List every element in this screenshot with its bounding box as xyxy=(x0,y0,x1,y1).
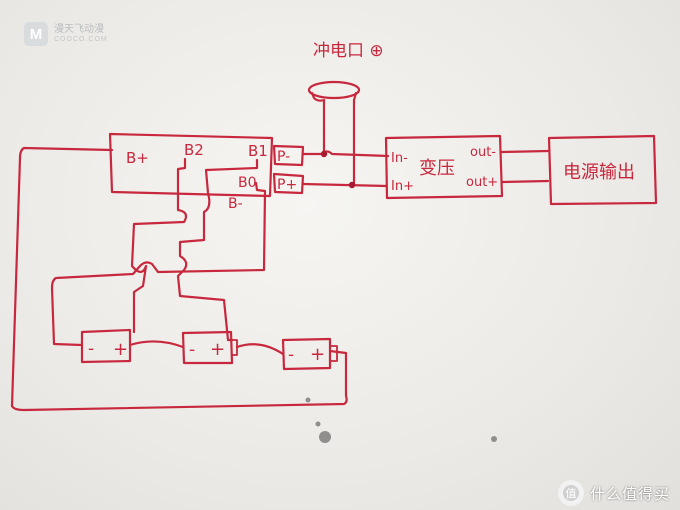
watermark-name: 漫天飞动漫 xyxy=(54,24,104,36)
battery-cell-1 xyxy=(80,328,132,364)
battery-cell-3 xyxy=(281,337,338,371)
bms-b0-label: B0 xyxy=(238,175,257,191)
site-watermark: M 漫天飞动漫 COOCO.COM xyxy=(24,18,108,50)
cell-2-minus: - xyxy=(189,340,195,360)
junction-dot xyxy=(320,150,328,158)
converter-in-plus-label: In+ xyxy=(391,179,414,194)
cell-1-plus: + xyxy=(113,339,128,360)
converter-box xyxy=(384,134,504,200)
source-credit: 值 什么值得买 xyxy=(557,480,670,506)
bms-b2-label: B2 xyxy=(184,141,204,159)
wire-p-minus xyxy=(301,150,390,158)
wire-cell2-cell3 xyxy=(235,343,285,356)
p-minus-label: P- xyxy=(277,149,290,165)
cell-1-minus: - xyxy=(88,339,94,359)
bms-board xyxy=(108,132,274,198)
bms-b-minus-label: B- xyxy=(228,196,243,212)
p-terminal-boxes xyxy=(272,144,305,195)
wire-cell1-cell2 xyxy=(128,340,185,349)
output-box-label: 电源输出 xyxy=(563,162,635,183)
svg-text:值: 值 xyxy=(565,487,576,500)
charge-port-label: 冲电口 ⊕ xyxy=(313,41,384,61)
ink-smudge xyxy=(305,397,311,403)
p-plus-label: P+ xyxy=(277,177,297,193)
cell-3-minus: - xyxy=(288,345,294,365)
ink-smudge xyxy=(491,436,497,442)
cell-2-plus: + xyxy=(210,339,225,360)
site-logo-icon: M xyxy=(24,22,48,46)
charge-port-loop xyxy=(307,80,361,187)
ink-smudge xyxy=(319,431,331,443)
bms-b1-label: B1 xyxy=(248,142,268,160)
wire-out-minus xyxy=(500,149,550,154)
bms-b-plus-label: B+ xyxy=(126,149,149,167)
converter-out-plus-label: out+ xyxy=(466,175,498,190)
converter-out-minus-label: out- xyxy=(470,145,496,160)
output-box xyxy=(547,134,658,206)
converter-in-minus-label: In- xyxy=(391,151,408,166)
junction-dot xyxy=(348,181,356,189)
smzdm-logo-icon: 值 xyxy=(557,480,584,506)
converter-title: 变压 xyxy=(419,158,455,179)
wire-p-plus xyxy=(301,182,388,188)
wire-b-minus xyxy=(50,181,267,347)
wire-out-plus xyxy=(500,179,550,184)
watermark-domain: COOCO.COM xyxy=(54,35,108,43)
wire-b-plus-loop xyxy=(10,146,348,412)
credit-text: 什么值得买 xyxy=(589,484,670,503)
wire-b1 xyxy=(176,158,259,342)
wire-b2 xyxy=(130,157,188,334)
cell-3-plus: + xyxy=(310,344,325,365)
ink-smudge xyxy=(315,421,321,427)
